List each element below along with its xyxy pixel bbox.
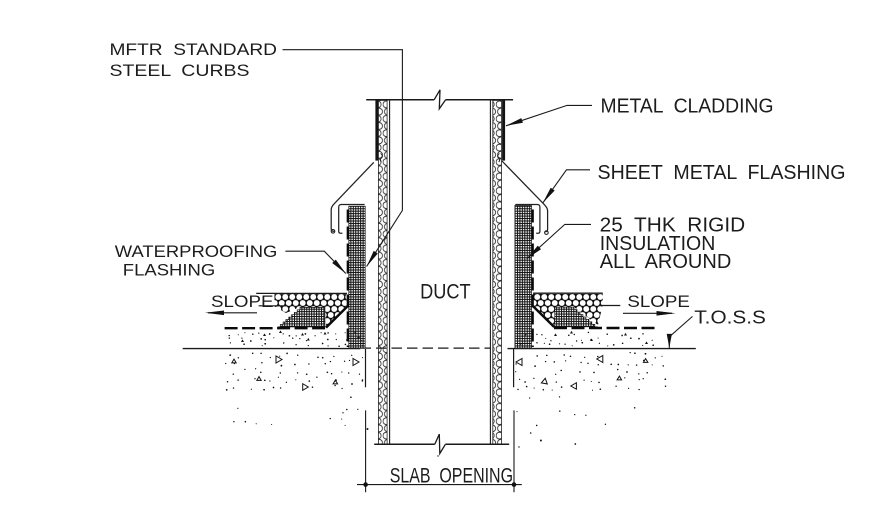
svg-text:T.O.S.S: T.O.S.S: [694, 308, 766, 328]
svg-text:FLASHING: FLASHING: [123, 261, 216, 280]
svg-text:DUCT: DUCT: [420, 281, 471, 304]
svg-text:WATERPROOFING: WATERPROOFING: [115, 242, 277, 261]
svg-text:METAL CLADDING: METAL CLADDING: [601, 95, 774, 117]
svg-text:25 THK RIGID: 25 THK RIGID: [600, 214, 746, 236]
svg-text:MFTR STANDARD: MFTR STANDARD: [110, 40, 278, 59]
svg-text:SLOPE: SLOPE: [211, 292, 274, 311]
svg-text:SHEET METAL FLASHING: SHEET METAL FLASHING: [598, 162, 846, 184]
svg-text:STEEL CURBS: STEEL CURBS: [110, 61, 250, 80]
svg-text:SLOPE: SLOPE: [627, 292, 690, 311]
svg-text:ALL AROUND: ALL AROUND: [600, 251, 732, 273]
svg-text:INSULATION: INSULATION: [600, 233, 716, 255]
svg-text:SLAB OPENING: SLAB OPENING: [390, 464, 513, 487]
